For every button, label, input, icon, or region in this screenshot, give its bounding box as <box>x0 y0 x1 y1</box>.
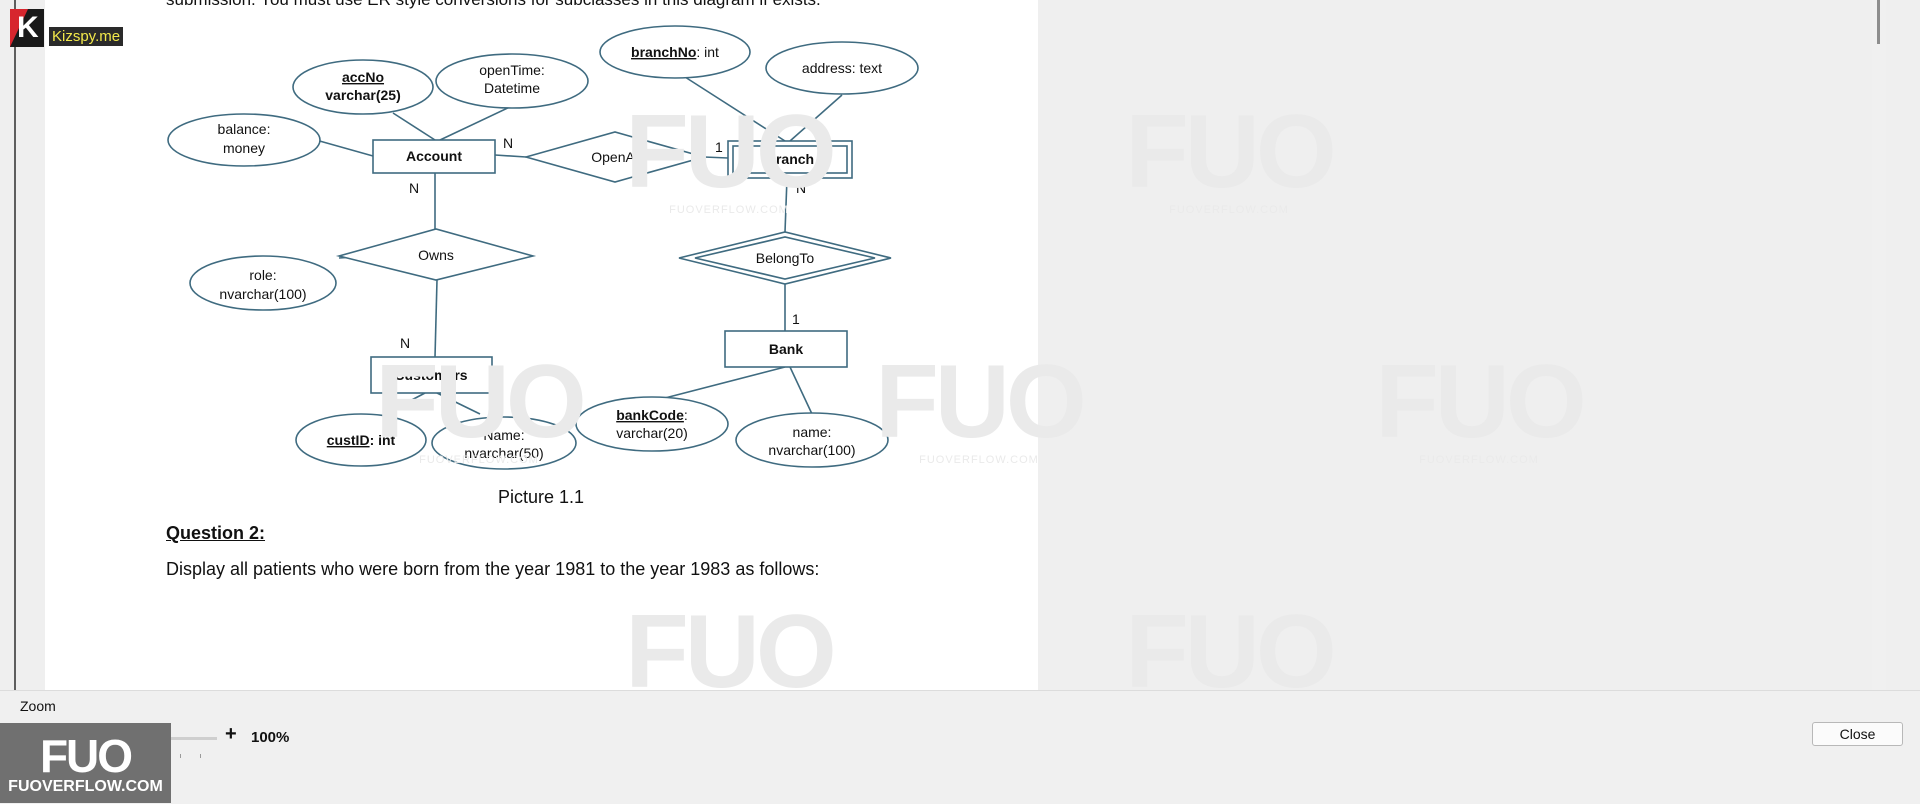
attr-cname-name: Name: <box>483 427 524 443</box>
entity-branch-inner <box>732 145 848 174</box>
entity-bank <box>724 330 848 368</box>
watermark-text: FUOVERFLOW.COM <box>1419 454 1539 466</box>
scrollbar-thumb[interactable] <box>1877 0 1880 44</box>
logo-k-letter: K <box>17 11 39 44</box>
relationship-belongto-inner <box>694 236 876 280</box>
attr-bname-name: name: <box>793 424 832 440</box>
attr-branchno-key: branchNo <box>631 44 696 60</box>
entity-bank-label: Bank <box>769 341 803 357</box>
entity-customers <box>370 356 493 394</box>
relationship-openat-label: OpenAt <box>591 149 639 165</box>
vertical-scrollbar[interactable] <box>1872 0 1886 690</box>
relationship-belongto-label: BelongTo <box>756 250 815 266</box>
viewer-left-border <box>14 0 16 690</box>
attr-branchno-text: branchNo: int <box>631 44 719 60</box>
attr-balance-name: balance: <box>218 121 271 137</box>
watermark-text: FUOVERFLOW.COM <box>1169 204 1289 216</box>
attr-bname-type: nvarchar(100) <box>768 442 855 458</box>
cardinality-account-openat: N <box>503 135 513 151</box>
attr-opentime <box>435 53 589 109</box>
attr-balance-type: money <box>223 140 265 156</box>
link-branch-belongto <box>784 177 788 233</box>
zoom-value: 100% <box>251 729 290 746</box>
logo-k-icon: K <box>10 9 44 47</box>
watermark: FUO FUOVERFLOW.COM <box>1364 350 1594 466</box>
attr-balance <box>167 113 321 167</box>
link-owns-customers <box>434 279 438 358</box>
cardinality-branch-openat: 1 <box>715 139 723 155</box>
watermark-mark: FUO <box>1375 344 1587 460</box>
close-button[interactable]: Close <box>1812 722 1903 746</box>
link-bname-bank <box>789 366 813 415</box>
er-diagram: Account Branch Customers Bank OpenAt Own… <box>167 25 919 470</box>
link-openat-branch <box>703 156 729 159</box>
attr-branchno-type: : int <box>696 44 719 60</box>
relationship-owns-label: Owns <box>418 247 454 263</box>
entity-branch-label: Branch <box>766 151 814 167</box>
attr-accno-key: accNo <box>342 69 384 85</box>
cardinality-customers-owns: N <box>400 335 410 351</box>
link-address-branch <box>789 94 843 142</box>
attr-bankcode-text: bankCode: <box>616 407 688 423</box>
attr-accno <box>292 59 434 115</box>
link-account-openat <box>494 154 527 158</box>
logo-k-accent <box>10 9 28 47</box>
attr-branchno <box>599 25 751 79</box>
attr-accno-type: varchar(25) <box>325 87 401 103</box>
link-bankcode-bank <box>664 366 786 399</box>
cardinality-bank-belongto: 1 <box>792 311 800 327</box>
question-text: Display all patients who were born from … <box>166 559 820 579</box>
zoom-in-button[interactable]: + <box>225 723 237 745</box>
attr-cname-type: nvarchar(50) <box>464 445 543 461</box>
attr-bankcode-colon: : <box>684 407 688 423</box>
attr-custid-text: custID: int <box>327 432 396 448</box>
attr-custid <box>295 413 427 467</box>
question-title: Question 2: <box>166 523 266 543</box>
attr-bankcode-type: varchar(20) <box>616 425 688 441</box>
attr-opentime-type: Datetime <box>484 80 540 96</box>
attr-custid-key: custID <box>327 432 370 448</box>
attr-custid-type: : int <box>370 432 396 448</box>
link-custid-customers <box>384 392 426 415</box>
link-accno-account <box>392 112 436 141</box>
attr-opentime-name: openTime: <box>479 62 545 78</box>
attr-cname <box>431 416 577 470</box>
figure-caption: Picture 1.1 <box>498 487 585 507</box>
document-viewer[interactable]: submission. You must use ER style conver… <box>14 0 1900 690</box>
zoom-footer: Zoom - + 100% Close <box>0 690 1920 804</box>
link-branchno-branch <box>684 76 786 142</box>
attr-bname <box>735 412 889 468</box>
watermark-mark: FUO <box>1125 594 1337 690</box>
attr-address: address: text <box>802 60 882 76</box>
cardinality-branch-belongto: N <box>796 180 806 196</box>
logo-site-name: Kizspy.me <box>49 27 124 46</box>
link-cname-customers <box>436 392 481 415</box>
attr-role <box>189 255 337 311</box>
attr-address <box>765 41 919 95</box>
document-top-text: submission. You must use ER style conver… <box>166 0 821 10</box>
attr-bankcode <box>575 396 729 452</box>
logo-text: FUOVERFLOW.COM <box>8 778 163 795</box>
entity-account-label: Account <box>406 148 462 164</box>
relationship-belongto-outer <box>678 231 892 285</box>
document-page: submission. You must use ER style conver… <box>45 0 1038 690</box>
attr-role-type: nvarchar(100) <box>219 286 306 302</box>
zoom-label: Zoom <box>20 698 56 714</box>
link-balance-account <box>315 139 374 157</box>
relationship-openat <box>523 131 707 183</box>
watermark: FUO FUOVERFLOW.COM <box>1114 100 1344 216</box>
attr-bankcode-key: bankCode <box>616 407 684 423</box>
fuoverflow-logo: FUO FUOVERFLOW.COM <box>0 723 171 803</box>
watermark: FUO FUOVERFLOW.COM <box>1114 600 1344 690</box>
logo-mark: FUO <box>39 730 133 782</box>
attr-role-name: role: <box>249 267 276 283</box>
entity-account <box>372 139 496 174</box>
relationship-owns <box>335 228 537 281</box>
watermark-mark: FUO <box>1125 94 1337 210</box>
cardinality-account-owns: N <box>409 180 419 196</box>
entity-customers-label: Customers <box>394 367 467 383</box>
link-opentime-account <box>439 105 513 141</box>
